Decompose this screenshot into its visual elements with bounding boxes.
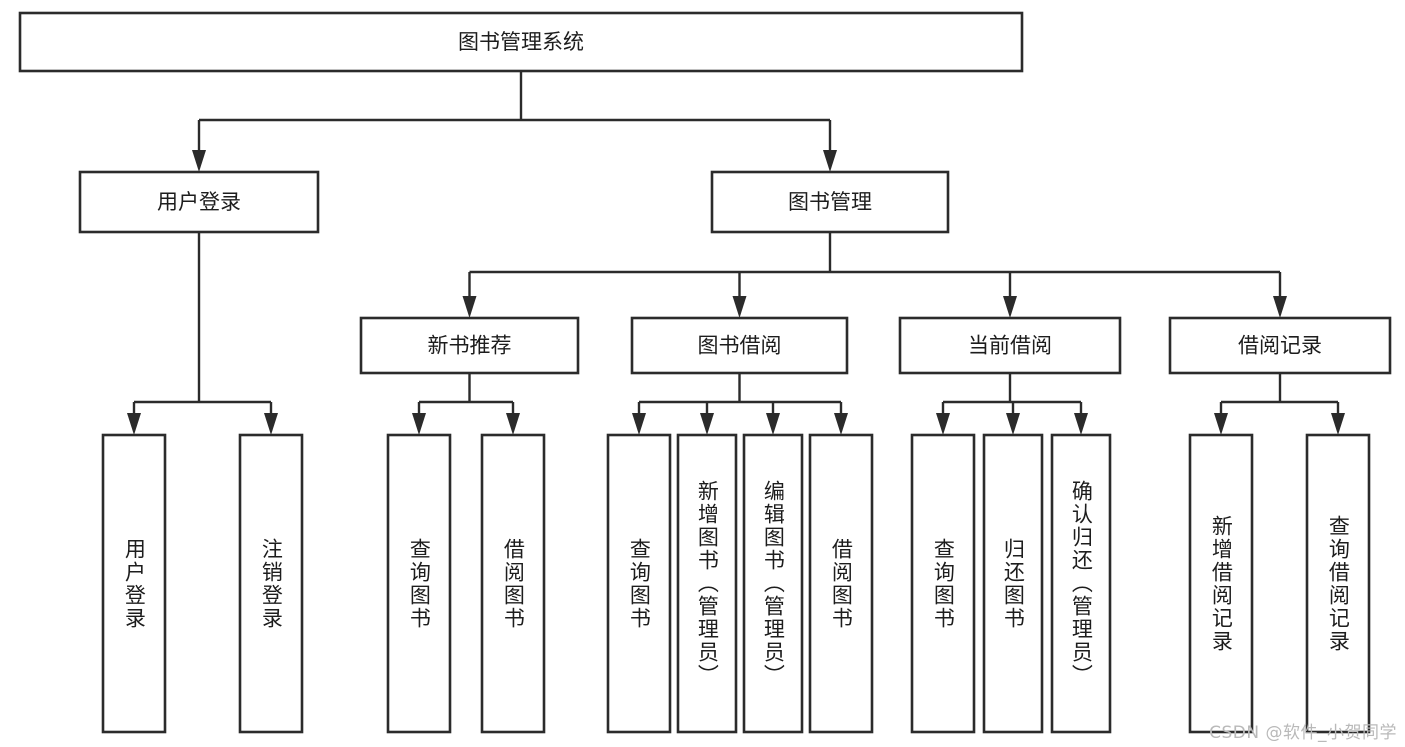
arrowhead-leaf-borrow-book: [834, 413, 848, 435]
node-box-leaf-user-login[interactable]: [101, 433, 167, 734]
arrowhead-book-borrow: [732, 296, 747, 318]
node-box-book-borrow[interactable]: [630, 316, 849, 375]
arrowhead-book-management: [823, 150, 837, 172]
node-box-leaf-query-book-borrow[interactable]: [606, 433, 672, 734]
node-box-book-management[interactable]: [710, 170, 950, 234]
arrowhead-leaf-borrow-book-recommend: [506, 413, 520, 435]
arrowhead-leaf-edit-book-admin: [766, 413, 780, 435]
node-boxes-layer: [18, 11, 1392, 734]
arrowhead-leaf-query-book-recommend: [412, 413, 426, 435]
node-box-new-book-recommend[interactable]: [359, 316, 580, 375]
arrowhead-leaf-logout-login: [264, 413, 278, 435]
node-box-leaf-edit-book-admin[interactable]: [742, 433, 804, 734]
node-box-leaf-query-borrow-record[interactable]: [1305, 433, 1371, 734]
node-box-leaf-query-book-recommend[interactable]: [386, 433, 452, 734]
node-label-new-book-recommend: 新书推荐: [428, 334, 512, 358]
connectors-layer: [127, 71, 1345, 435]
node-label-borrow-record: 借阅记录: [1238, 334, 1322, 358]
node-label-root: 图书管理系统: [458, 30, 584, 54]
node-box-root[interactable]: [18, 11, 1024, 73]
node-box-leaf-borrow-book[interactable]: [808, 433, 874, 734]
node-box-leaf-query-book-current[interactable]: [910, 433, 976, 734]
arrowhead-leaf-add-borrow-record: [1214, 413, 1228, 435]
arrowhead-leaf-confirm-return-admin: [1074, 413, 1088, 435]
node-box-leaf-logout-login[interactable]: [238, 433, 304, 734]
node-label-book-borrow: 图书借阅: [698, 334, 782, 358]
node-box-leaf-confirm-return-admin[interactable]: [1050, 433, 1112, 734]
arrowhead-leaf-query-borrow-record: [1331, 413, 1345, 435]
node-box-leaf-add-book-admin[interactable]: [676, 433, 738, 734]
node-box-leaf-add-borrow-record[interactable]: [1188, 433, 1254, 734]
node-box-leaf-borrow-book-recommend[interactable]: [480, 433, 546, 734]
arrowhead-current-borrow: [1003, 296, 1017, 318]
node-box-leaf-return-book[interactable]: [982, 433, 1044, 734]
arrowhead-leaf-user-login: [127, 413, 141, 435]
node-box-current-borrow[interactable]: [898, 316, 1122, 375]
node-box-borrow-record[interactable]: [1168, 316, 1392, 375]
node-label-user-login: 用户登录: [157, 190, 241, 214]
arrowhead-user-login: [192, 150, 206, 172]
arrowhead-leaf-return-book: [1006, 413, 1020, 435]
arrowhead-leaf-query-book-borrow: [632, 413, 646, 435]
node-label-book-management: 图书管理: [788, 190, 872, 214]
node-box-user-login[interactable]: [78, 170, 320, 234]
arrowhead-new-book-recommend: [462, 296, 477, 318]
watermark-text: CSDN @软件_小贺同学: [1209, 723, 1397, 743]
arrowhead-borrow-record: [1273, 296, 1287, 318]
arrowhead-leaf-add-book-admin: [700, 413, 714, 435]
node-label-current-borrow: 当前借阅: [968, 334, 1052, 358]
arrowhead-leaf-query-book-current: [936, 413, 950, 435]
